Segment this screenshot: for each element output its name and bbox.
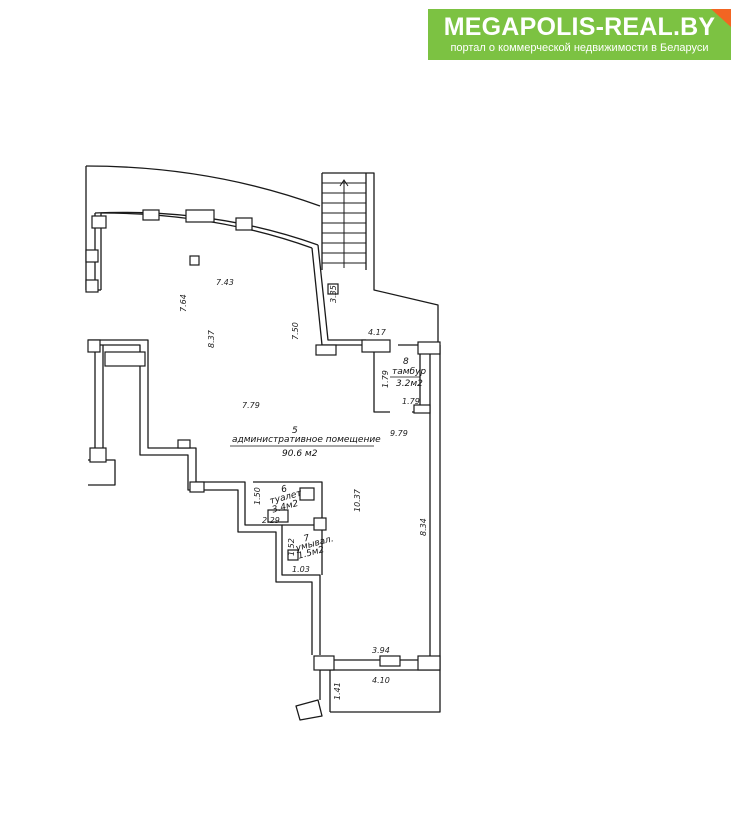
room-area: 3.2м2	[396, 379, 423, 389]
stair-arrow	[339, 179, 349, 268]
left-corridor-wall	[94, 345, 104, 460]
stair-steps	[322, 179, 366, 268]
room-number: 7	[303, 533, 311, 544]
site-banner[interactable]: MEGAPOLIS-REAL.BY портал о коммерческой …	[428, 9, 731, 60]
toilet-fixture	[267, 509, 289, 523]
dim-label: 4.10	[372, 676, 390, 685]
main-right-wall-2	[317, 244, 366, 341]
column	[85, 249, 99, 263]
toilet-label: 6 туалет 3.4м2	[269, 484, 304, 515]
dim-label: 1.52	[287, 538, 296, 556]
banner-green-fill	[428, 9, 731, 60]
dim-label: 7.43	[216, 278, 234, 287]
column	[379, 655, 401, 667]
dim-label: 7.50	[291, 322, 300, 340]
column	[85, 279, 99, 293]
left-corridor-end	[88, 459, 116, 486]
room-area: 90.6 м2	[282, 449, 318, 459]
column	[417, 655, 441, 671]
room-name: административное помещение	[232, 435, 381, 445]
column	[91, 215, 107, 229]
column	[177, 439, 191, 449]
dim-label: 4.17	[368, 328, 387, 337]
stair-outline	[321, 172, 367, 270]
balcony-outline	[330, 670, 441, 713]
column	[185, 209, 215, 223]
column	[313, 517, 327, 531]
dim-label: 3.94	[372, 646, 390, 655]
column	[327, 283, 339, 295]
column	[189, 255, 200, 266]
washroom-label: 7 умывал. 1.5м2	[294, 533, 335, 561]
dim-label: 1.41	[333, 682, 342, 700]
dim-label: 3.35	[329, 285, 338, 303]
stair-outer-wall	[366, 172, 439, 345]
banner-corner-fold	[711, 9, 731, 27]
column	[413, 404, 431, 414]
banner-background	[428, 9, 731, 60]
dim-label: 7.64	[179, 294, 188, 312]
dim-label: 1.79	[381, 370, 390, 388]
door-swing	[295, 699, 323, 721]
interior-partition	[88, 339, 321, 655]
column	[361, 339, 391, 353]
toilet-fixture	[299, 487, 315, 501]
dim-label: 1.03	[292, 565, 310, 574]
room-name: тамбур	[392, 367, 426, 377]
sink-fixture	[287, 549, 299, 561]
column	[87, 339, 101, 353]
banner-title: MEGAPOLIS-REAL.BY	[443, 13, 716, 41]
interior-partition-2	[88, 344, 313, 655]
outer-curve-wall	[85, 165, 321, 207]
room-number: 8	[403, 357, 409, 367]
dim-label: 1.79	[402, 397, 420, 406]
dim-label: 10.37	[353, 488, 362, 512]
room-number: 5	[292, 426, 298, 436]
column	[313, 655, 335, 671]
column	[89, 447, 107, 463]
dim-label: 8.37	[207, 329, 216, 348]
column	[189, 481, 205, 493]
dim-label: 2.29	[262, 516, 280, 525]
toilet-wall	[253, 481, 323, 525]
columns	[85, 209, 441, 671]
banner-subtitle: портал о коммерческой недвижимости в Бел…	[450, 42, 709, 54]
column	[142, 209, 160, 221]
dim-label: 1.50	[253, 487, 262, 505]
room-number: 6	[280, 484, 288, 495]
column	[235, 217, 253, 231]
dim-label: 9.79	[390, 429, 408, 438]
dim-label: 7.79	[242, 401, 260, 410]
dim-label: 8.34	[419, 518, 428, 536]
kitchen-counter	[104, 351, 146, 367]
column	[417, 341, 441, 355]
column	[315, 344, 337, 356]
